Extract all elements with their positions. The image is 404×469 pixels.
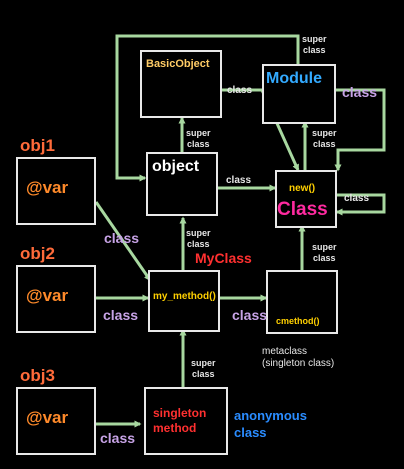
edge-label-module-class: class — [342, 84, 378, 100]
basic-object-label: BasicObject — [146, 58, 210, 70]
cmethod-label: cmethod() — [276, 316, 320, 326]
anonymous-annotation-line1: anonymous — [234, 408, 307, 423]
object-node — [146, 152, 218, 216]
obj2-node — [16, 265, 96, 333]
anonymous-annotation-line2: class — [234, 425, 267, 440]
singleton-line1-label: singleton — [153, 406, 207, 420]
module-node — [262, 64, 336, 124]
class-label: Class — [277, 199, 328, 220]
obj2-var-label: @var — [26, 286, 69, 305]
edge-label-basicobject-class: class — [227, 85, 253, 96]
edge-label-object-class: class — [226, 175, 252, 186]
singleton-class-node — [144, 387, 228, 455]
edge-label-myclass-class: class — [232, 307, 268, 323]
new-method-label: new() — [289, 183, 316, 194]
arrow-obj1-class — [94, 201, 152, 282]
module-label: Module — [266, 70, 322, 87]
arrow-module-super-loop — [115, 34, 300, 182]
singleton-line2-label: method — [153, 421, 197, 435]
obj1-node — [16, 157, 96, 225]
arrow-class-self-loop — [335, 193, 386, 216]
obj1-title: obj1 — [20, 136, 55, 155]
metaclass-node — [266, 270, 338, 334]
obj3-node — [16, 387, 96, 455]
edge-label-obj3-class: class — [100, 430, 136, 446]
edge-label-class-self: class — [344, 193, 370, 204]
edge-label-obj1-class: class — [104, 230, 140, 246]
metaclass-annotation-line2: (singleton class) — [262, 358, 335, 369]
obj2-title: obj2 — [20, 244, 55, 263]
object-label: object — [152, 158, 200, 175]
obj3-var-label: @var — [26, 408, 69, 427]
obj1-var-label: @var — [26, 178, 69, 197]
metaclass-annotation-line1: metaclass — [262, 346, 308, 357]
my-class-node — [148, 270, 220, 332]
class-node — [275, 170, 337, 228]
my-class-label: MyClass — [195, 250, 252, 266]
my-method-label: my_method() — [153, 291, 216, 302]
arrow-module-class — [334, 88, 386, 172]
edge-label-obj2-class: class — [103, 307, 139, 323]
obj3-title: obj3 — [20, 366, 55, 385]
basic-object-node — [140, 50, 222, 118]
